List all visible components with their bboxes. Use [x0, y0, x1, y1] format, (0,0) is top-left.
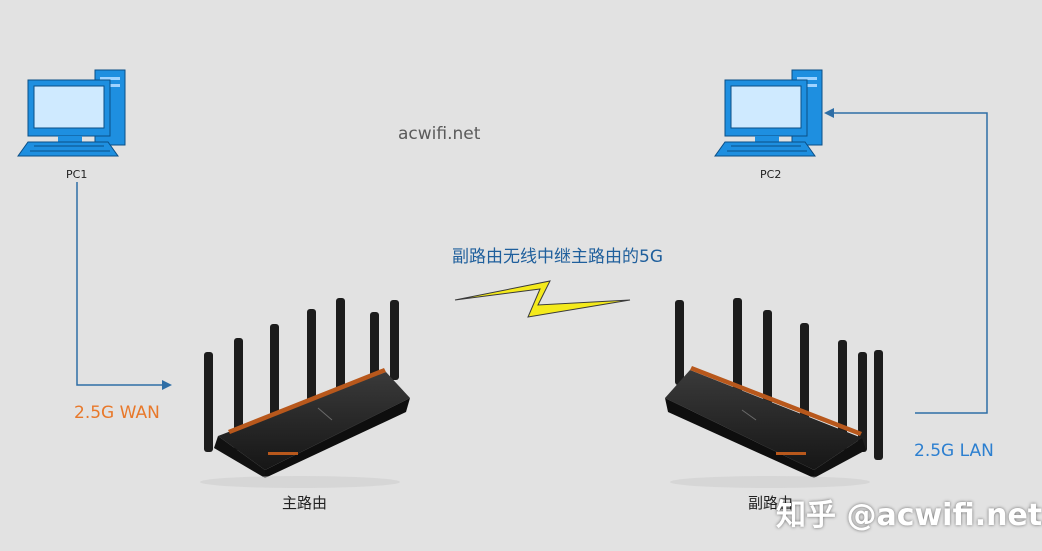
lan-connection-line — [824, 108, 988, 414]
wan-connection-line — [76, 182, 172, 390]
pc2-computer-icon — [714, 69, 823, 157]
wireless-lightning-icon — [454, 280, 631, 318]
sub-router-label: 副路由 — [748, 494, 794, 512]
pc2-label: PC2 — [760, 168, 782, 181]
wan-label: 2.5G WAN — [74, 403, 160, 423]
watermark-text: acwifi.net — [398, 124, 481, 144]
main-router-icon — [200, 298, 410, 488]
footer-attribution: 知乎 @acwifi.net — [776, 498, 1042, 533]
sub-router-icon — [665, 298, 883, 488]
pc1-label: PC1 — [66, 168, 88, 181]
pc1-computer-icon — [17, 69, 126, 157]
main-router-label: 主路由 — [282, 494, 328, 512]
lan-label: 2.5G LAN — [914, 441, 994, 461]
wireless-link-label: 副路由无线中继主路由的5G — [452, 247, 663, 267]
